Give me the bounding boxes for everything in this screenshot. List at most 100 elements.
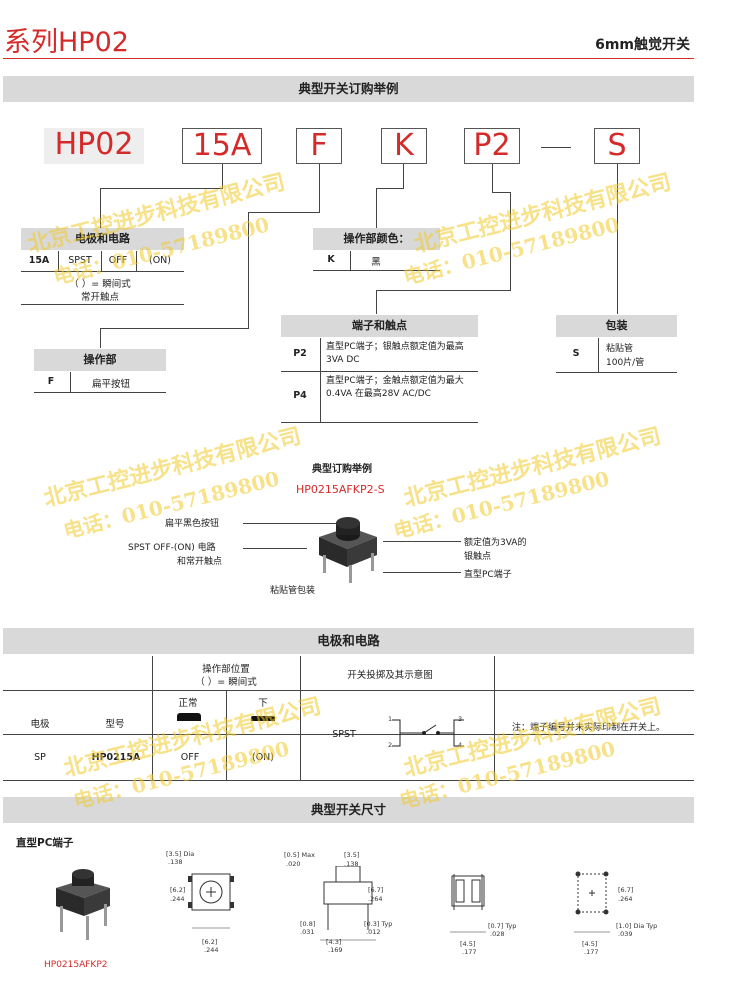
dim-d8: [0.3] Typ (364, 920, 393, 928)
dim-d3: [6.2] (202, 938, 218, 946)
example-r2: 直型PC端子 (464, 570, 512, 580)
code-15a: 15A (182, 128, 262, 164)
dim-d12b: .264 (618, 895, 633, 903)
circuit-c3: (ON) (149, 255, 171, 266)
watermark-company-3: 北京工控进步科技有限公司 (41, 422, 304, 513)
code-s: S (594, 128, 640, 164)
code-dash (541, 147, 571, 148)
circuit-c1: SPST (68, 255, 92, 266)
dim-d2: [6.2] (170, 886, 186, 894)
terminal-desc-p2: 直型PC端子；银触点额定值为最高3VA DC (326, 342, 464, 365)
package-code: S (572, 348, 580, 359)
ct-h-normal: 正常 (178, 698, 198, 709)
color-code: K (327, 254, 335, 265)
example-l2a: SPST OFF-(ON) 电路 (128, 543, 216, 553)
ct-h-pole: 电极 (30, 719, 50, 730)
example-l1: 扁平黑色按钮 (165, 519, 220, 529)
dim-d9b: .169 (328, 946, 343, 954)
dim-d7b: .031 (300, 928, 315, 936)
code-hp02: HP02 (44, 128, 144, 164)
ct-h-diagram: 开关投掷及其示意图 (347, 670, 433, 681)
dim-d14b: .177 (584, 948, 599, 956)
circuit-note2: 常开触点 (80, 292, 119, 303)
section-circuit: 电极和电路 (3, 628, 694, 654)
circuit-note1: （ ）= 瞬间式 (69, 279, 131, 290)
watermark-phone-3: 电话：010-57189800 (60, 466, 282, 544)
example-part: HP0215AFKP2-S (296, 483, 385, 496)
actuator-code: F (47, 376, 55, 387)
example-r1b: 银触点 (464, 552, 492, 562)
pin-4: 4 (458, 741, 463, 749)
dim-d4: [0.5] Max (284, 851, 315, 859)
dims-part: HP0215AFKP2 (44, 960, 108, 970)
code-k: K (381, 128, 427, 164)
terminal-code-p2: P2 (293, 348, 307, 359)
dim-drawing-footprint (574, 871, 610, 933)
product-title: 6mm触觉开关 (595, 37, 690, 53)
dims-label: 直型PC端子 (16, 837, 74, 849)
dim-d14: [4.5] (582, 940, 598, 948)
dim-d1b: .138 (168, 858, 183, 866)
dim-d8b: .012 (366, 928, 381, 936)
dim-d13b: .039 (618, 930, 633, 938)
pin-1: 1 (388, 715, 393, 723)
example-title: 典型订购举例 (312, 464, 372, 475)
color-desc: 黑 (371, 257, 381, 268)
series-title: 系列HP02 (4, 27, 129, 58)
dim-d5: [3.5] (344, 851, 360, 859)
code-f: F (296, 128, 342, 164)
dim-d6: [6.7] (368, 886, 384, 894)
actuator-box-title: 操作部 (34, 349, 166, 371)
dim-d10b: .028 (490, 930, 505, 938)
circuit-c2: OFF (108, 255, 128, 266)
package-desc1: 粘贴管 (606, 344, 634, 354)
dim-d10: [0.7] Typ (488, 922, 517, 930)
terminal-code-p4: P4 (293, 390, 307, 401)
dim-d6b: .264 (368, 895, 383, 903)
dim-d5b: .138 (344, 860, 359, 868)
header-rule (3, 58, 694, 59)
package-desc2: 100片/管 (606, 358, 645, 368)
dim-d13: [1.0] Dia Typ (616, 922, 658, 930)
package-box-title: 包装 (556, 315, 677, 337)
section-ordering: 典型开关订购举例 (3, 76, 694, 102)
dim-d1: [3.5] Dia (166, 850, 195, 858)
dim-d11b: .177 (462, 948, 477, 956)
switch-photo (319, 517, 377, 583)
color-box-title: 操作部颜色： (313, 228, 440, 250)
ct-off: OFF (180, 752, 200, 763)
watermark-company-4: 北京工控进步科技有限公司 (401, 422, 664, 513)
example-r1a: 额定值为3VA的 (464, 538, 527, 548)
ct-pole: SP (34, 752, 46, 763)
watermark-phone-4: 电话：010-57189800 (390, 466, 612, 544)
section-dimensions: 典型开关尺寸 (3, 797, 694, 823)
ct-spst: SPST (332, 729, 356, 740)
circuit-code: 15A (28, 255, 50, 266)
terminal-desc-p4: 直型PC端子；金触点额定值为最大0.4VA 在最高28V AC/DC (326, 376, 464, 399)
ct-on: (ON) (252, 752, 274, 763)
dim-d11: [4.5] (460, 940, 476, 948)
circuit-box-title: 电极和电路 (21, 228, 184, 250)
code-p2: P2 (464, 128, 520, 164)
dims-photo (56, 869, 110, 940)
example-l3: 粘贴管包装 (270, 586, 316, 596)
actuator-down-icon (251, 716, 275, 721)
dim-d12: [6.7] (618, 886, 634, 894)
ct-h-model: 型号 (105, 719, 125, 730)
terminal-box-title: 端子和触点 (281, 315, 478, 337)
dim-d4b: .020 (286, 860, 301, 868)
spst-schematic-icon (392, 719, 464, 747)
dim-drawing-top (188, 873, 234, 929)
dim-d3b: .244 (204, 946, 219, 954)
ct-h-pos1: 操作部位置 (202, 664, 250, 675)
ct-note: 注：端子编号并未实际印制在开关上。 (512, 723, 666, 733)
ct-h-down: 下 (258, 698, 268, 709)
dim-d7: [0.8] (300, 920, 316, 928)
dim-d2b: .244 (170, 895, 185, 903)
example-l2b: 和常开触点 (177, 557, 223, 567)
actuator-normal-icon (177, 713, 201, 721)
watermark-company-2: 北京工控进步科技有限公司 (411, 168, 674, 259)
ct-model: HP0215A (91, 752, 141, 763)
dim-d9: [4.3] (326, 938, 342, 946)
pin-3: 3 (458, 715, 463, 723)
